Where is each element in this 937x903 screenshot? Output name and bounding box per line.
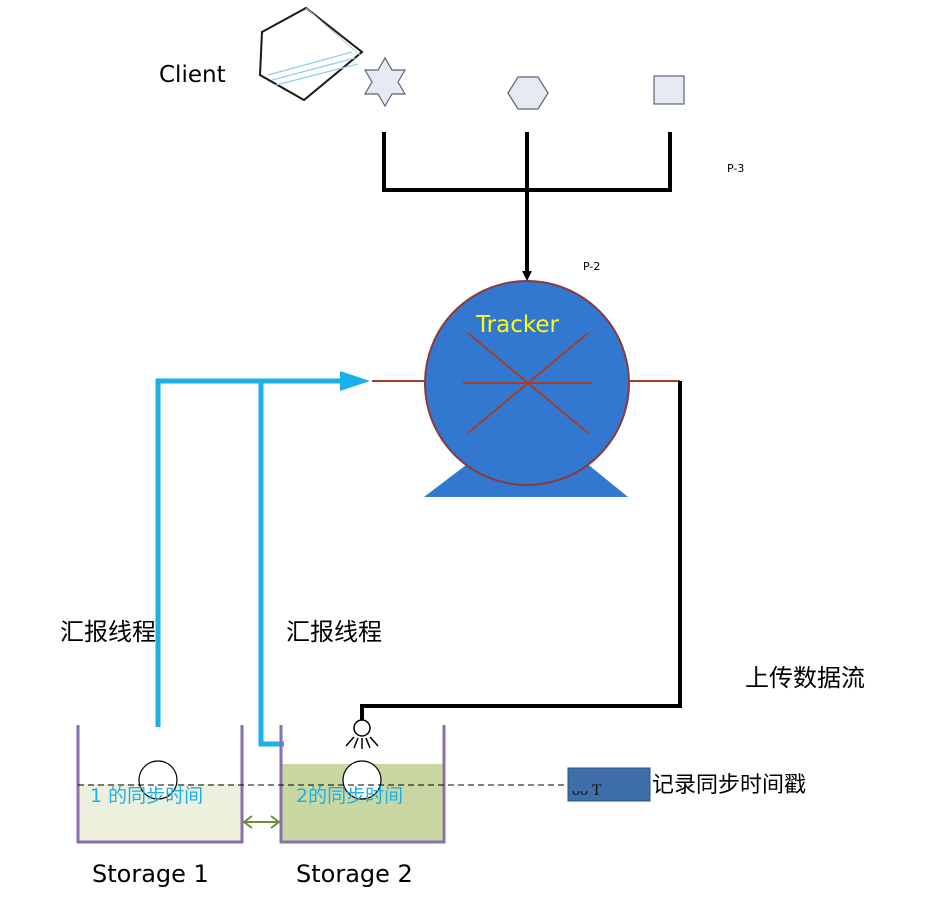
timestamp-box-glyph: ᴗᴗ T <box>572 782 602 799</box>
timestamp-label: 记录同步时间戳 <box>652 773 806 798</box>
report-thread-left-label: 汇报线程 <box>60 618 156 646</box>
client-terminal-icon <box>258 6 364 102</box>
sync-double-arrow <box>242 815 281 829</box>
hexagon-icon <box>507 76 549 110</box>
report-thread-right-label: 汇报线程 <box>286 618 382 646</box>
upload-stream-label: 上传数据流 <box>745 664 865 692</box>
upload-stream-line <box>360 381 682 720</box>
client-merge-connector <box>382 132 672 281</box>
lamp-icon <box>345 719 379 749</box>
p3-marker: P-3 <box>727 162 744 175</box>
storage1-label: Storage 1 <box>92 860 209 888</box>
tracker-label: Tracker <box>475 312 560 338</box>
report-arrowhead <box>340 371 370 391</box>
storage1-clock-icon <box>138 760 178 800</box>
client-label: Client <box>159 62 226 88</box>
report-thread-lines <box>155 378 345 747</box>
storage2-clock-icon <box>342 760 382 800</box>
tracker-node: Tracker <box>372 280 680 497</box>
storage2-sync-text: 2的同步时间 <box>296 785 403 807</box>
timestamp-box <box>567 767 651 802</box>
p2-marker: P-2 <box>583 260 600 273</box>
storage2-label: Storage 2 <box>296 860 413 888</box>
star-icon <box>363 56 407 108</box>
square-icon <box>653 75 685 105</box>
storage1-sync-text: 1 的同步时间 <box>90 785 203 807</box>
